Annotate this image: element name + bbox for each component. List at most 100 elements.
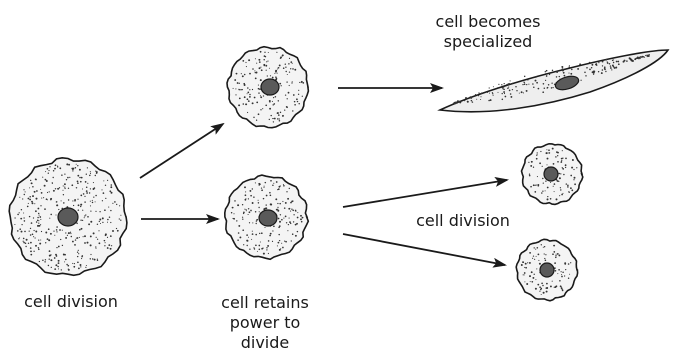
stipple-dot bbox=[236, 220, 237, 221]
stipple-dot bbox=[301, 81, 303, 83]
stipple-dot bbox=[277, 189, 278, 190]
stipple-dot bbox=[23, 212, 24, 213]
stipple-dot bbox=[248, 59, 250, 61]
stipple-dot bbox=[64, 183, 66, 185]
stipple-dot bbox=[529, 174, 530, 175]
stipple-dot bbox=[110, 235, 112, 237]
stipple-dot bbox=[250, 210, 252, 212]
stipple-dot bbox=[260, 51, 262, 53]
stipple-dot bbox=[524, 76, 525, 77]
stipple-dot bbox=[45, 179, 47, 181]
stipple-dot bbox=[66, 163, 68, 165]
stipple-dot bbox=[68, 269, 69, 270]
stipple-dot bbox=[30, 254, 32, 256]
stipple-dot bbox=[269, 101, 270, 102]
stipple-dot bbox=[116, 204, 117, 205]
stipple-dot bbox=[285, 63, 286, 64]
stipple-dot bbox=[554, 191, 555, 192]
stipple-dot bbox=[87, 216, 89, 218]
stipple-dot bbox=[35, 179, 37, 181]
stipple-dot bbox=[14, 217, 15, 218]
stipple-dot bbox=[90, 244, 92, 246]
stipple-dot bbox=[265, 182, 266, 183]
stipple-dot bbox=[55, 264, 57, 266]
stipple-dot bbox=[71, 168, 73, 170]
stipple-dot bbox=[98, 242, 100, 244]
stipple-dot bbox=[102, 222, 103, 223]
stipple-dot bbox=[258, 113, 260, 115]
stipple-dot bbox=[273, 121, 274, 122]
stipple-dot bbox=[249, 96, 251, 98]
stipple-dot bbox=[604, 68, 606, 70]
stipple-dot bbox=[248, 214, 249, 215]
stipple-dot bbox=[29, 199, 31, 201]
stipple-dot bbox=[292, 200, 293, 201]
stipple-dot bbox=[84, 242, 86, 244]
stipple-dot bbox=[267, 75, 268, 76]
stipple-dot bbox=[539, 263, 541, 265]
stipple-dot bbox=[547, 158, 549, 160]
stipple-dot bbox=[276, 52, 277, 53]
stipple-dot bbox=[302, 96, 303, 97]
stipple-dot bbox=[457, 101, 459, 103]
stipple-dot bbox=[243, 103, 245, 105]
stipple-dot bbox=[557, 180, 558, 181]
stipple-dot bbox=[607, 62, 609, 64]
stipple-dot bbox=[90, 188, 91, 189]
stipple-dot bbox=[536, 256, 537, 257]
stipple-dot bbox=[85, 181, 87, 183]
stipple-dot bbox=[48, 228, 50, 230]
stipple-dot bbox=[288, 224, 289, 225]
stipple-dot bbox=[231, 212, 232, 213]
stipple-dot bbox=[282, 247, 284, 249]
stipple-dot bbox=[454, 103, 455, 104]
stipple-dot bbox=[545, 73, 546, 74]
stipple-dot bbox=[39, 216, 41, 218]
stipple-dot bbox=[584, 72, 586, 74]
stipple-dot bbox=[261, 188, 262, 189]
stipple-dot bbox=[542, 285, 544, 287]
stipple-dot bbox=[57, 166, 58, 167]
stipple-dot bbox=[235, 88, 236, 89]
stipple-dot bbox=[548, 84, 550, 86]
stipple-dot bbox=[67, 235, 68, 236]
stipple-dot bbox=[563, 72, 565, 74]
stipple-dot bbox=[283, 185, 285, 187]
stipple-dot bbox=[266, 195, 268, 197]
stipple-dot bbox=[243, 244, 244, 245]
stipple-dot bbox=[550, 285, 552, 287]
stipple-dot bbox=[523, 92, 524, 93]
stipple-dot bbox=[546, 164, 547, 165]
stipple-dot bbox=[248, 208, 249, 209]
stipple-dot bbox=[543, 83, 545, 85]
stipple-dot bbox=[90, 173, 91, 174]
stipple-dot bbox=[515, 86, 516, 87]
stipple-dot bbox=[545, 254, 546, 255]
lower-right-nucleus bbox=[540, 263, 554, 277]
stipple-dot bbox=[247, 240, 249, 242]
stipple-dot bbox=[93, 188, 95, 190]
stipple-dot bbox=[38, 247, 39, 248]
stipple-dot bbox=[48, 239, 50, 241]
stipple-dot bbox=[55, 164, 57, 166]
stipple-dot bbox=[595, 64, 596, 65]
stipple-dot bbox=[552, 70, 553, 71]
stipple-dot bbox=[642, 56, 644, 58]
stipple-dot bbox=[269, 235, 271, 237]
stipple-dot bbox=[647, 55, 649, 57]
stipple-dot bbox=[264, 186, 265, 187]
stipple-dot bbox=[77, 182, 79, 184]
stipple-dot bbox=[17, 230, 19, 232]
stipple-dot bbox=[555, 285, 557, 287]
stipple-dot bbox=[503, 91, 505, 93]
stipple-dot bbox=[554, 262, 556, 264]
stipple-dot bbox=[247, 92, 249, 94]
stipple-dot bbox=[272, 118, 273, 119]
stipple-dot bbox=[249, 190, 251, 192]
stipple-dot bbox=[76, 164, 77, 165]
stipple-dot bbox=[502, 87, 504, 89]
stipple-dot bbox=[254, 97, 256, 99]
stipple-dot bbox=[86, 187, 88, 189]
stipple-dot bbox=[263, 64, 265, 66]
stipple-dot bbox=[278, 218, 280, 220]
